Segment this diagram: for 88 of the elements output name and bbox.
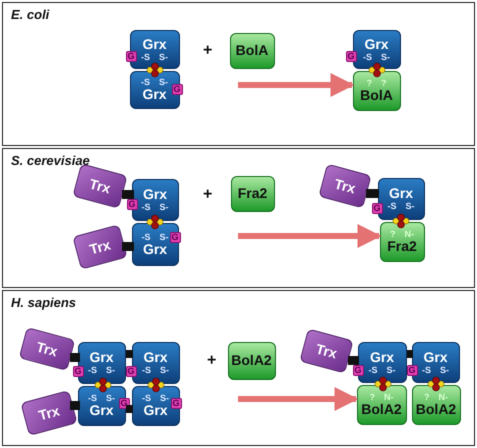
ligand-label: -S [141,52,150,62]
tag-square: G [126,198,138,210]
ligand-label: S- [160,232,168,242]
protein-box [352,30,400,68]
protein-name: Grx [142,36,167,52]
ligand-label: ? [424,392,430,402]
ligand-label: -S [142,365,151,375]
ligand-label: -S [88,393,97,403]
protein-name: Fra2 [238,186,268,201]
protein-name: Trx [332,176,357,196]
ligand-label: -S [141,77,150,87]
ligand-label: S- [440,364,449,374]
ligand-label: S- [159,77,168,87]
protein-name: Grx [142,187,168,202]
protein-name: Fra2 [387,239,417,254]
protein-name: BolA2 [416,402,456,417]
protein-name: Trx [36,402,61,422]
ligand-label: S- [159,52,168,62]
plus-sign: + [207,352,216,370]
protein-box [78,386,126,426]
panel-title: E. coli [11,7,50,22]
protein-name: Grx [142,242,168,256]
tag-square: G [126,50,136,62]
ligand-label: -S [88,365,97,375]
panel-title: S. cerevisiae [11,153,90,168]
plus-sign: + [203,42,212,60]
arrow [238,387,358,411]
tag-square: G [352,364,364,376]
protein-box [228,342,276,380]
protein-box [130,30,180,68]
protein-name: Grx [423,350,448,364]
protein-box [132,386,180,426]
protein-name: Grx [89,350,114,365]
ligand-label: S- [106,365,115,375]
ligand-label: -S [142,232,150,242]
plus-sign: + [203,186,212,204]
protein-box [132,222,178,266]
protein-box [356,384,406,424]
protein-name: Trx [34,338,59,358]
protein-name: BolA2 [231,353,272,368]
ligand-label: -S [142,393,151,403]
protein-box [412,384,460,424]
protein-name: Grx [142,87,167,102]
ligand-label: -S [363,52,372,62]
ligand-label: N- [384,392,394,402]
panel-title: H. sapiens [11,295,76,310]
protein-name: BolA [360,88,393,103]
protein-name: Trx [87,236,112,256]
protein-name: Grx [370,350,394,364]
ligand-label: S- [386,364,396,374]
protein-box [352,70,400,110]
tag-square: G [372,202,382,214]
ligand-label: ? [390,229,396,239]
ligand-label: -S [368,364,378,374]
arrow [238,224,382,248]
protein-name: Grx [364,36,389,52]
protein-name: Trx [87,176,112,196]
ligand-label: -S [388,201,396,211]
panel-box [2,290,475,446]
tag-square: G [72,366,84,376]
panel-box [2,148,475,288]
ligand-label: N- [438,392,448,402]
protein-name: Grx [89,403,114,418]
ligand-label: S- [406,201,414,211]
protein-name: BolA2 [361,402,402,417]
ligand-label: ? [370,392,375,402]
ligand-label: S- [160,202,168,212]
protein-name: Grx [143,350,168,365]
protein-name: Grx [388,186,414,201]
ligand-label: S- [106,393,115,403]
ligand-label: -S [142,202,150,212]
ligand-label: S- [160,393,169,403]
protein-box [380,222,424,262]
ligand-label: N- [404,229,414,239]
ligand-label: ? [381,78,386,88]
panel-box [2,2,475,146]
protein-box [230,32,274,68]
protein-box [130,70,180,108]
protein-name: Grx [143,403,168,418]
protein-name: Trx [314,340,338,360]
arrow [238,73,354,97]
ligand-label: ? [366,78,372,88]
protein-name: BolA [236,43,268,58]
ligand-label: S- [160,365,169,375]
ligand-label: -S [422,364,431,374]
ligand-label: S- [381,52,390,62]
tag-square: G [346,50,356,62]
protein-box [230,176,274,212]
